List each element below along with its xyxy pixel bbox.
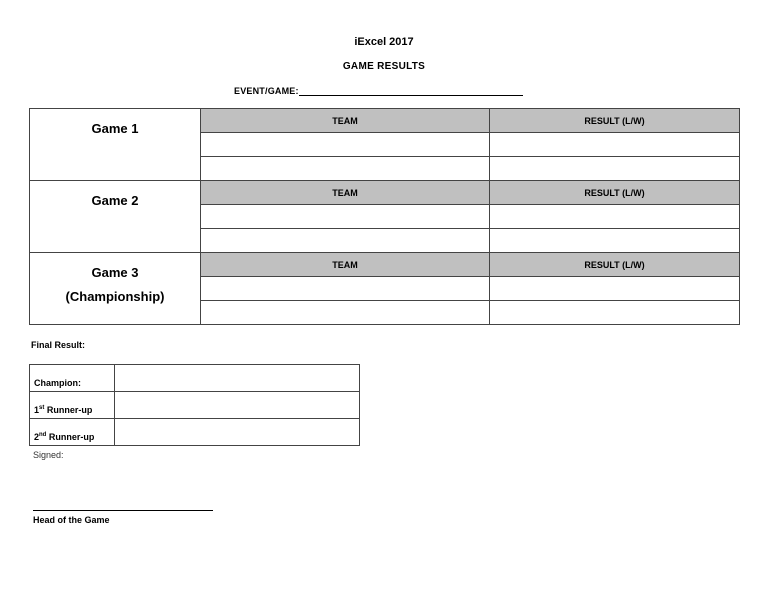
table-row (30, 204, 740, 229)
game-1-name-cell: Game 1 (29, 108, 201, 181)
game-name: Game 1 (91, 121, 139, 136)
event-field: EVENT/GAME: (234, 86, 523, 96)
table-row: 1st Runner-up (29, 391, 360, 419)
team-header: TEAM (200, 252, 490, 277)
runner-up-text: Runner-up (46, 432, 95, 442)
first-runner-up-value-cell[interactable] (114, 391, 360, 419)
game-2-name-cell: Game 2 (29, 180, 201, 253)
table-row: Game 1 TEAM RESULT (L/W) (29, 108, 740, 181)
table-row: Champion: (29, 364, 360, 392)
result-header: RESULT (L/W) (489, 108, 740, 133)
table-row (30, 276, 740, 301)
signature-title: Head of the Game (33, 515, 110, 525)
document-title: iExcel 2017 (354, 36, 414, 48)
game-name: Game 2 (91, 193, 139, 208)
table-row (30, 228, 740, 253)
team-cell[interactable] (200, 276, 490, 301)
result-cell[interactable] (489, 276, 740, 301)
ordinal-number: 1 (34, 405, 40, 415)
final-result-label: Final Result: (31, 340, 86, 350)
team-cell[interactable] (200, 204, 490, 229)
result-cell[interactable] (489, 228, 740, 253)
table-row (30, 300, 740, 325)
team-cell[interactable] (200, 132, 490, 157)
table-row: Game 2 TEAM RESULT (L/W) (29, 180, 740, 253)
team-header: TEAM (200, 180, 490, 205)
game-3-name-cell: Game 3 (Championship) (29, 252, 201, 325)
second-runner-up-label: 2nd Runner-up (29, 418, 115, 446)
team-cell[interactable] (200, 156, 490, 181)
result-cell[interactable] (489, 132, 740, 157)
ordinal-number: 2 (34, 432, 40, 442)
signed-label: Signed: (33, 450, 64, 460)
document-subtitle: GAME RESULTS (342, 61, 426, 72)
runner-up-text: Runner-up (44, 405, 93, 415)
ordinal-suffix: nd (39, 432, 47, 438)
games-table: Game 1 TEAM RESULT (L/W) Game 2 TEAM RES… (29, 108, 740, 325)
signature-line[interactable] (33, 510, 213, 511)
team-cell[interactable] (200, 300, 490, 325)
result-cell[interactable] (489, 300, 740, 325)
team-cell[interactable] (200, 228, 490, 253)
ordinal-suffix: st (39, 405, 45, 411)
result-cell[interactable] (489, 204, 740, 229)
result-header: RESULT (L/W) (489, 252, 740, 277)
final-result-table: Champion: 1st Runner-up 2nd Runner-up (29, 364, 360, 446)
result-cell[interactable] (489, 156, 740, 181)
champion-label: Champion: (29, 364, 115, 392)
table-row: 2nd Runner-up (29, 418, 360, 446)
event-blank-line[interactable] (298, 87, 523, 96)
first-runner-up-label: 1st Runner-up (29, 391, 115, 419)
second-runner-up-value-cell[interactable] (114, 418, 360, 446)
champion-value-cell[interactable] (114, 364, 360, 392)
game-subname: (Championship) (65, 289, 165, 304)
game-name: Game 3 (91, 265, 139, 280)
event-label: EVENT/GAME: (234, 86, 299, 96)
team-header: TEAM (200, 108, 490, 133)
table-row: Game 3 (Championship) TEAM RESULT (L/W) (29, 252, 740, 325)
result-header: RESULT (L/W) (489, 180, 740, 205)
